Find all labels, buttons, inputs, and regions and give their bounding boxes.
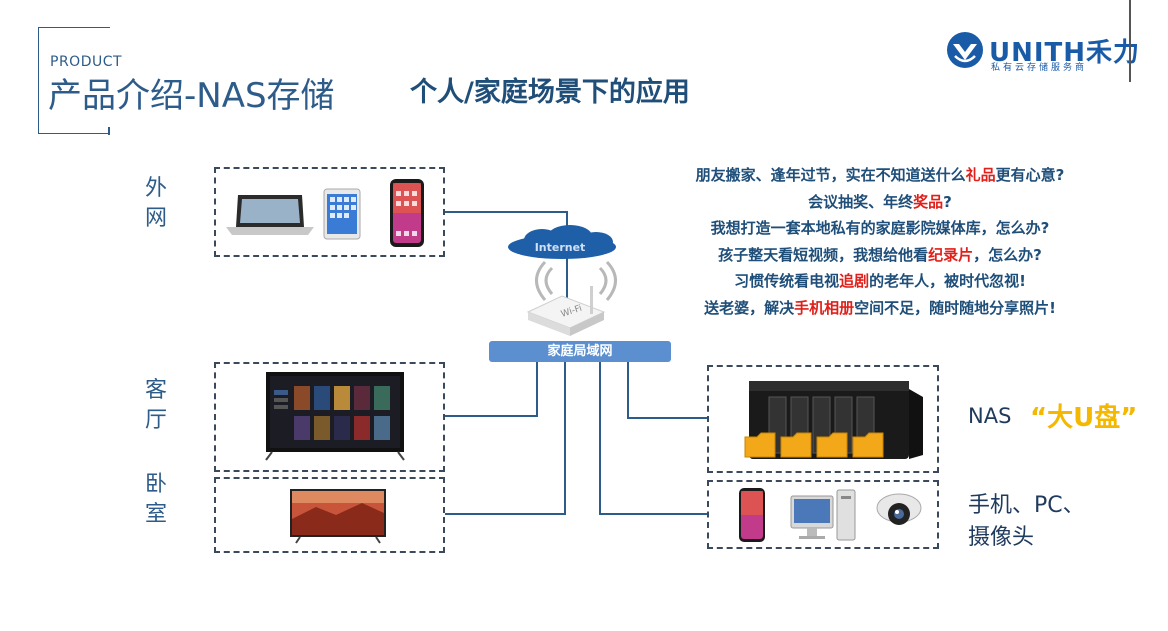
wifi-signal-icon xyxy=(535,260,617,301)
tv-icon xyxy=(290,489,386,544)
title-frame xyxy=(38,27,110,134)
living-devices xyxy=(265,372,405,461)
logo-mark-icon xyxy=(947,32,983,68)
nas-label: NAS xyxy=(968,404,1012,428)
product-kicker: PRODUCT xyxy=(50,54,123,70)
clients-label: 手机、PC、 摄像头 xyxy=(968,493,1085,550)
desktop-pc-icon xyxy=(790,489,856,541)
nas-quote: “大U盘” xyxy=(1030,403,1138,433)
scenario-list: 朋友搬家、逢年过节，实在不知道送什么礼品更有心意? 会议抽奖、年终奖品? 我想打… xyxy=(640,162,1120,321)
title-frame-tick xyxy=(108,127,110,135)
clients-box xyxy=(707,480,939,549)
outside-device-box xyxy=(214,167,445,257)
folder-icon xyxy=(744,432,884,458)
nas-devices xyxy=(744,381,923,459)
laptop-icon xyxy=(226,195,314,235)
brand-logo: UNITH禾力 私有云存储服务商 xyxy=(945,30,1139,73)
router-cloud-group: Internet Wi-Fi xyxy=(508,225,617,336)
line-bedroom xyxy=(445,362,566,515)
scene-title: 个人/家庭场景下的应用 xyxy=(410,77,690,108)
tv-icon xyxy=(265,372,405,461)
outside-devices xyxy=(226,179,424,247)
line-nas xyxy=(627,362,707,419)
lan-bar: 家庭局域网 xyxy=(489,341,671,362)
bedroom-devices xyxy=(290,489,386,544)
scenario-line: 孩子整天看短视频，我想给他看纪录片，怎么办? xyxy=(718,245,1042,264)
line-outside xyxy=(445,211,568,300)
bedroom-box xyxy=(214,477,445,553)
phone-icon xyxy=(390,179,424,247)
camera-icon xyxy=(876,493,922,525)
router-icon: Wi-Fi xyxy=(526,286,606,336)
line-living xyxy=(445,362,538,417)
line-clients xyxy=(599,362,707,515)
scenario-line: 朋友搬家、逢年过节，实在不知道送什么礼品更有心意? xyxy=(695,166,1065,184)
logo-wordmark: UNITH禾力 xyxy=(989,38,1141,68)
header-divider xyxy=(1129,0,1131,82)
nas-box xyxy=(707,365,939,473)
scenario-line: 我想打造一套本地私有的家庭影院媒体库，怎么办? xyxy=(710,219,1050,237)
logo-tagline: 私有云存储服务商 xyxy=(991,63,1088,73)
scenario-line: 习惯传统看电视追剧的老年人，被时代忽视! xyxy=(734,272,1026,290)
scenario-line: 送老婆，解决手机相册空间不足，随时随地分享照片! xyxy=(704,298,1056,317)
cloud-label: Internet xyxy=(535,241,586,254)
scenario-line: 会议抽奖、年终奖品? xyxy=(808,192,952,211)
client-devices xyxy=(739,488,922,542)
cloud-icon: Internet xyxy=(508,225,616,259)
phone-icon xyxy=(739,488,765,542)
living-room-box xyxy=(214,362,445,472)
room-label-outside: 外 网 xyxy=(144,176,167,231)
room-label-bedroom: 卧 室 xyxy=(144,472,167,527)
room-label-living: 客 厅 xyxy=(144,378,167,433)
tablet-icon xyxy=(323,188,361,240)
page-title: 产品介绍-NAS存储 xyxy=(48,76,335,116)
